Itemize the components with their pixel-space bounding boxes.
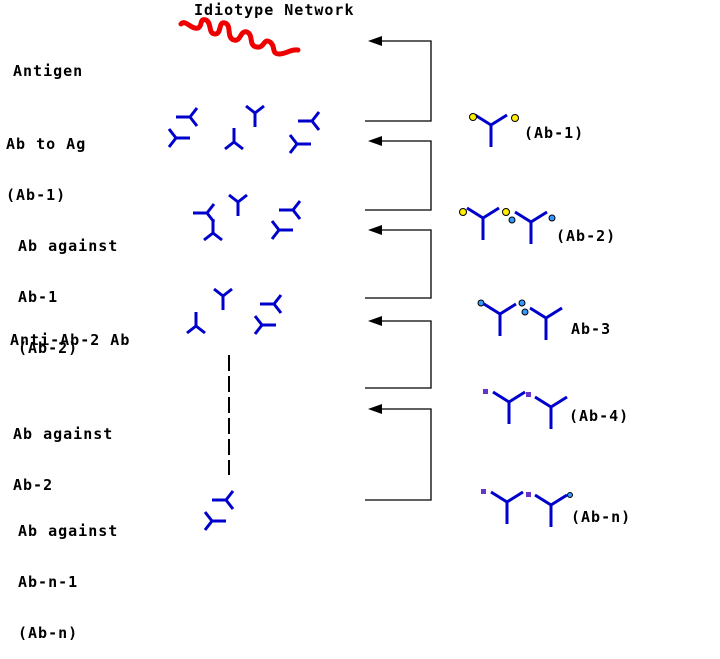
ab4-molecules [483, 389, 569, 431]
abn-cluster [203, 489, 235, 532]
label-antigen: Antigen [13, 29, 83, 97]
ab1-cluster [167, 104, 321, 155]
ab3-molecules [477, 299, 564, 342]
label-line: Antigen [13, 62, 84, 80]
abn-molecules [481, 489, 573, 529]
label-line: Anti-Ab-2 Ab [10, 331, 131, 349]
anti-ab2-cluster [185, 287, 283, 336]
diagram-canvas [167, 17, 573, 532]
ab2-molecules [459, 206, 556, 246]
label-line: Ab-1 [18, 288, 59, 306]
right-label-ab1: (Ab-1) [524, 124, 585, 142]
right-label-ab3: Ab-3 [571, 320, 612, 338]
label-line: Ab against [18, 237, 119, 255]
label-ab-against-ab2: Ab against Ab-2 [13, 392, 113, 511]
label-line: Ab against [13, 425, 114, 443]
right-label-ab2: (Ab-2) [556, 227, 617, 245]
label-line: (Ab-2) [18, 339, 79, 357]
label-ab-against-ab1: Ab against Ab-1 (Ab-2) [18, 204, 118, 374]
label-anti-ab2: Anti-Ab-2 Ab [10, 298, 130, 366]
label-line: Ab against [18, 522, 119, 540]
ab1-molecule [469, 113, 519, 149]
label-line: Ab-n-1 [18, 573, 79, 591]
label-line: Ab to Ag [6, 135, 87, 153]
right-label-abn: (Ab-n) [571, 508, 632, 526]
ab2-cluster [191, 193, 302, 242]
diagram-title: Idiotype Network [194, 1, 355, 19]
arrowhead-group [368, 36, 382, 414]
right-label-ab4: (Ab-4) [569, 407, 630, 425]
antigen-squiggle [178, 17, 301, 57]
label-line: (Ab-1) [6, 186, 67, 204]
label-line: Ab-2 [13, 476, 54, 494]
connector-group [365, 40, 432, 501]
label-line: (Ab-n) [18, 624, 79, 642]
label-ab-to-ag: Ab to Ag (Ab-1) [6, 102, 86, 221]
